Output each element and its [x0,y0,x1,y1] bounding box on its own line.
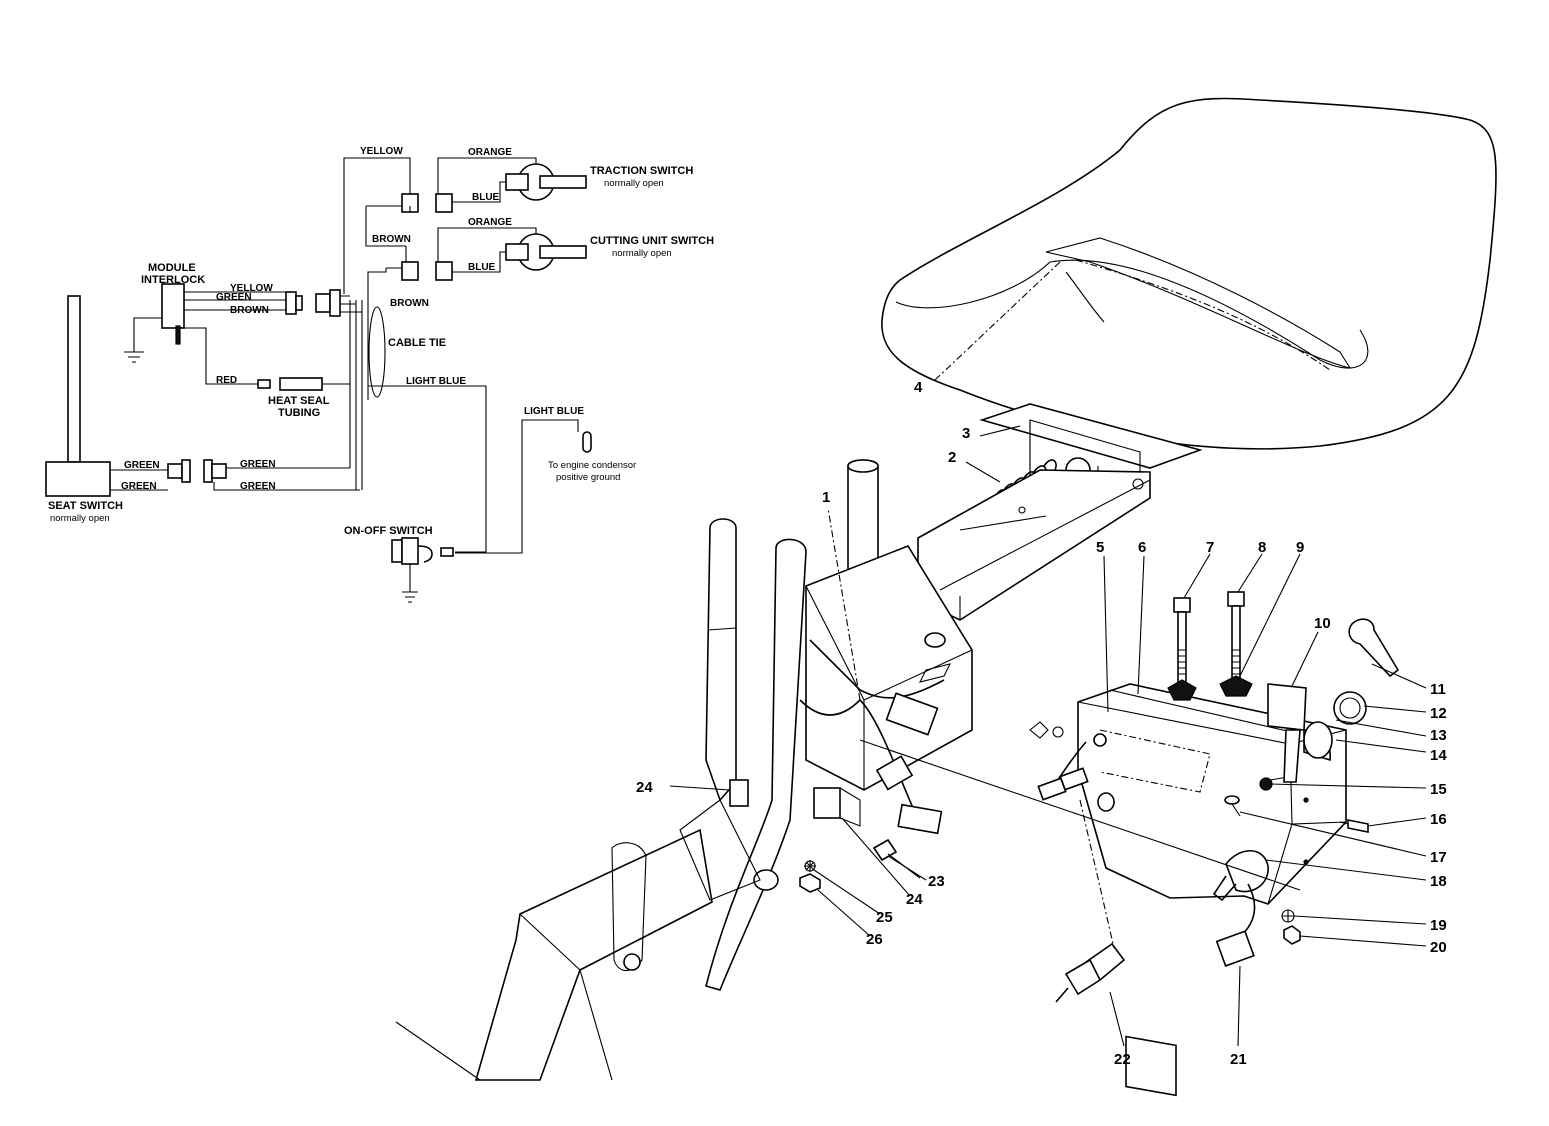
wire-label-blue: BLUE [472,192,500,203]
lower-frame [474,828,713,1081]
wire-label-brown: BROWN [390,298,429,309]
wire-label-yellow: YELLOW [230,283,273,294]
on-off-switch-label: ON-OFF SWITCH [344,525,433,537]
frame-beam [917,469,1151,621]
wire-label-orange: ORANGE [468,217,512,228]
seat-bracket [979,403,1203,469]
wire-label-green: GREEN [121,481,157,492]
callout-25: 25 [876,909,893,926]
ground-icon [124,351,144,363]
callout-18: 18 [1430,873,1447,890]
callout-6: 6 [1138,539,1146,556]
callout-5: 5 [1096,539,1104,556]
lever-arm [705,538,807,991]
callout-15: 15 [1430,781,1447,798]
callout-16: 16 [1430,811,1447,828]
screw [1347,819,1369,833]
ground-icon [402,591,418,603]
heat-seal-tubing [279,377,323,391]
wire-connector [285,289,341,317]
cutting-unit-switch [505,233,587,271]
cutting-unit-switch-state: normally open [612,248,672,259]
bolt [1227,591,1245,607]
nut [1219,675,1253,697]
callout-4: 4 [914,379,923,396]
on-off-switch [391,537,433,603]
wiring-schematic: SEAT SWITCH normally open GREEN GREEN GR… [45,146,714,603]
wire-label-blue: BLUE [468,262,496,273]
callout-23: 23 [928,873,945,890]
condenser-label-2: positive ground [556,472,620,483]
seat-switch-label: SEAT SWITCH [48,500,123,512]
key-switch [1225,850,1269,893]
callout-1: 1 [822,489,830,506]
seat-switch-state: normally open [50,513,110,524]
callout-21: 21 [1230,1051,1247,1068]
callout-24: 24 [906,891,923,908]
bolt [1173,597,1191,613]
module-label-1: MODULE [148,262,196,274]
callout-3: 3 [962,425,970,442]
callout-26: 26 [866,931,883,948]
callout-10: 10 [1314,615,1331,632]
wire-label-light-blue: LIGHT BLUE [524,406,584,417]
callout-19: 19 [1430,917,1447,934]
wire-label-red: RED [216,375,237,386]
wire-label-brown: BROWN [372,234,411,245]
callout-7: 7 [1206,539,1214,556]
lever-arm [705,518,737,802]
callout-8: 8 [1258,539,1266,556]
callout-12: 12 [1430,705,1447,722]
callout-17: 17 [1430,849,1447,866]
callout-14: 14 [1430,747,1447,764]
cutting-unit-switch-label: CUTTING UNIT SWITCH [590,235,714,247]
wire-connector [167,459,227,483]
seat [881,97,1497,450]
wire-label-green: GREEN [216,292,252,303]
seat-rail [1045,237,1352,369]
wire-connector [401,193,453,213]
module-label-2: INTERLOCK [141,274,205,286]
wire-label-green: GREEN [240,459,276,470]
condenser-terminal [582,431,592,453]
cap [1333,691,1367,725]
nut [1167,679,1197,701]
traction-switch [505,163,587,201]
control-panel [1077,683,1347,905]
nut [799,873,821,893]
callout-13: 13 [1430,727,1447,744]
cable-tie-label: CABLE TIE [388,337,446,349]
seat-switch [45,461,111,497]
cable-tie [368,306,386,398]
heat-seal-label-1: HEAT SEAL [268,395,330,407]
callout-leaders [669,425,1427,1047]
bolt [872,838,898,862]
wire-label-green: GREEN [124,460,160,471]
callout-22: 22 [1114,1051,1131,1068]
callout-9: 9 [1296,539,1304,556]
traction-switch-label: TRACTION SWITCH [590,165,693,177]
callout-24: 24 [636,779,653,796]
callout-11: 11 [1430,681,1446,698]
wire-label-light-blue: LIGHT BLUE [406,376,466,387]
traction-switch-state: normally open [604,178,664,189]
callout-20: 20 [1430,939,1447,956]
ignition-key [1348,618,1400,678]
exploded-assembly [395,97,1497,1097]
wire-label-green: GREEN [240,481,276,492]
seat-switch-post [67,295,81,463]
wire-label-brown: BROWN [230,305,269,316]
wire-label-yellow: YELLOW [360,146,403,157]
heat-seal-label-2: TUBING [278,407,320,419]
callout-2: 2 [948,449,956,466]
wire-label-orange: ORANGE [468,147,512,158]
nut [1283,925,1301,945]
callout-numbers: 1 2 3 4 5 6 7 8 9 10 11 12 13 14 15 16 1… [636,379,1447,1068]
condenser-label-1: To engine condensor [548,460,636,471]
module-interlock [161,283,185,329]
wire-connector [401,261,453,281]
